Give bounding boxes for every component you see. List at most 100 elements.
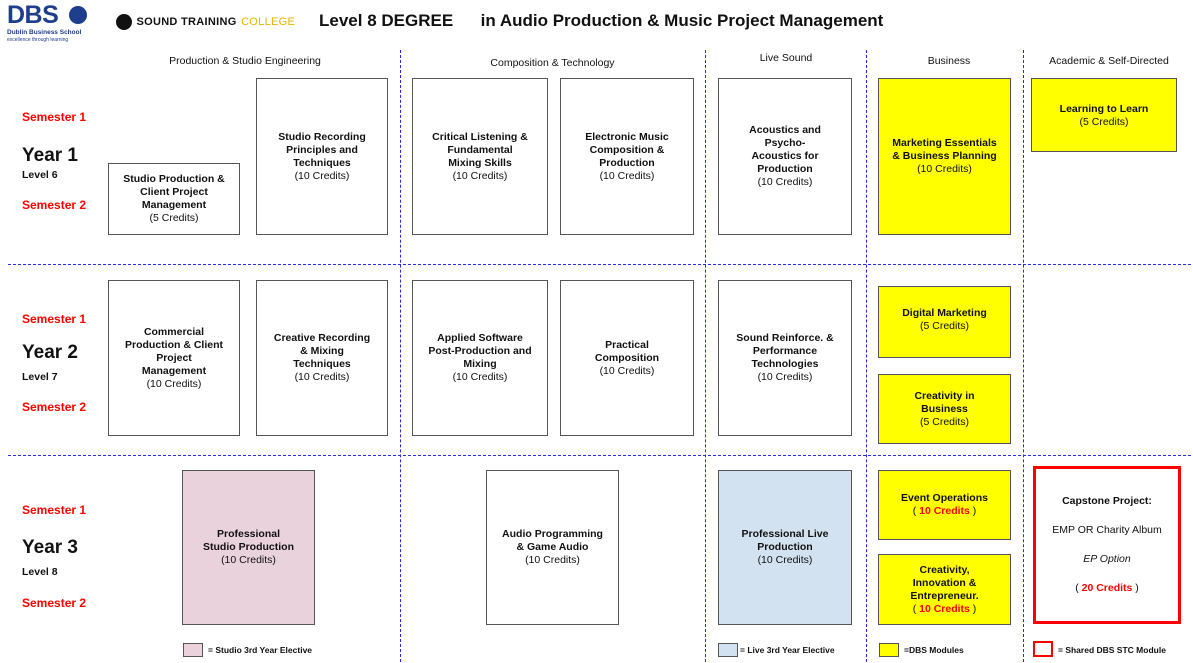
module-title: Studio Recording Principles and Techniqu… [278, 130, 366, 169]
module-y3-professional-studio: Professional Studio Production (10 Credi… [182, 470, 315, 625]
module-y1-electronic-music: Electronic Music Composition & Productio… [560, 78, 694, 235]
module-credits: ( 10 Credits ) [912, 602, 977, 615]
module-title: Digital Marketing [902, 307, 987, 319]
dbs-sub2: excellence through learning [7, 37, 69, 43]
module-y1-learning-to-learn: Learning to Learn (5 Credits) [1031, 78, 1177, 152]
module-y3-event-operations: Event Operations ( 10 Credits ) [878, 470, 1011, 540]
legend-studio-label: = Studio 3rd Year Elective [208, 645, 313, 655]
y1-year: Year 1 [22, 145, 78, 166]
module-y2-practical-composition: Practical Composition (10 Credits) [560, 280, 694, 436]
module-credits: (10 Credits) [294, 371, 350, 383]
module-title: Creativity, Innovation & Entrepreneur. [910, 563, 979, 602]
divider-v1 [400, 50, 401, 662]
module-credits: (10 Credits) [294, 169, 350, 182]
module-title: Professional Live Production [741, 528, 829, 553]
title-degree: Level 8 DEGREE [319, 11, 454, 30]
module-y1-studio-production: Studio Production & Client Project Manag… [108, 163, 240, 235]
module-credits: (5 Credits) [919, 415, 969, 428]
y2-year: Year 2 [22, 342, 78, 363]
module-y2-digital-marketing: Digital Marketing (5 Credits) [878, 286, 1011, 358]
module-title: Critical Listening & Fundamental Mixing … [432, 130, 528, 169]
divider-h1 [8, 264, 1191, 265]
module-credits: (5 Credits) [919, 320, 969, 332]
module-credits: ( 10 Credits ) [912, 505, 977, 517]
module-title: Creativity in Business [914, 389, 975, 415]
stc-swirl-icon [116, 13, 132, 30]
dbs-sub1: Dublin Business School [7, 29, 82, 36]
module-title: Practical Composition [594, 338, 660, 364]
legend-studio-swatch [183, 643, 203, 657]
divider-h2 [8, 455, 1191, 456]
module-credits: (10 Credits) [221, 554, 276, 566]
y1-level: Level 6 [22, 169, 58, 181]
module-credits: (10 Credits) [146, 377, 202, 390]
legend-live-label: = Live 3rd Year Elective [740, 645, 835, 655]
module-credits: (10 Credits) [599, 364, 655, 377]
col-production-studio: Production & Studio Engineering [169, 55, 321, 67]
y1-semester1: Semester 1 [22, 110, 87, 124]
dbs-logo-text: DBS [7, 1, 59, 29]
module-title: Sound Reinforce. & Performance Technolog… [736, 332, 834, 370]
module-line3: EP Option [1083, 553, 1131, 565]
y2-semester2: Semester 2 [22, 400, 87, 414]
module-y2-commercial-production: Commercial Production & Client Project M… [108, 280, 240, 436]
legend-dbs-swatch [879, 643, 899, 657]
module-title: Capstone Project: [1062, 495, 1152, 507]
module-title: Creative Recording & Mixing Techniques [273, 332, 371, 370]
module-credits: (10 Credits) [452, 371, 508, 383]
module-y1-critical-listening: Critical Listening & Fundamental Mixing … [412, 78, 548, 235]
y3-semester1: Semester 1 [22, 503, 87, 517]
module-title: Professional Studio Production [203, 528, 294, 553]
module-credits: (10 Credits) [757, 176, 813, 188]
module-y3-audio-programming: Audio Programming & Game Audio (10 Credi… [486, 470, 619, 625]
module-y1-studio-recording: Studio Recording Principles and Techniqu… [256, 78, 388, 235]
module-credits: (10 Credits) [599, 169, 655, 182]
module-credits: (10 Credits) [917, 163, 972, 175]
module-line2: EMP OR Charity Album [1052, 524, 1162, 536]
col-business: Business [927, 55, 971, 67]
module-y3-capstone: Capstone Project: EMP OR Charity Album E… [1033, 466, 1181, 624]
module-credits: ( 20 Credits ) [1075, 582, 1139, 594]
legend-shared-label: = Shared DBS STC Module [1058, 645, 1166, 655]
stc-logo: SOUND TRAINING COLLEGE [116, 13, 295, 31]
y3-year: Year 3 [22, 537, 78, 558]
y1-semester2: Semester 2 [22, 198, 87, 212]
module-y2-sound-reinforcement: Sound Reinforce. & Performance Technolog… [718, 280, 852, 436]
module-credits: (5 Credits) [149, 212, 199, 224]
module-credits: (10 Credits) [452, 169, 508, 182]
divider-v2 [705, 50, 706, 662]
module-y2-creative-recording: Creative Recording & Mixing Techniques (… [256, 280, 388, 436]
module-y1-acoustics: Acoustics and Psycho-Acoustics for Produ… [718, 78, 852, 235]
stc-logo-text-b: COLLEGE [241, 15, 296, 28]
module-y3-creativity-innovation: Creativity, Innovation & Entrepreneur. (… [878, 554, 1011, 625]
module-credits: (10 Credits) [525, 554, 580, 566]
module-title: Marketing Essentials & Business Planning [892, 137, 997, 162]
col-composition-tech: Composition & Technology [490, 57, 615, 69]
module-credits: (5 Credits) [1079, 116, 1129, 128]
module-title: Acoustics and Psycho-Acoustics for Produ… [749, 124, 821, 175]
module-title: Audio Programming & Game Audio [502, 528, 603, 553]
title-programme: in Audio Production & Music Project Mana… [480, 11, 884, 30]
y3-semester2: Semester 2 [22, 596, 87, 610]
dbs-globe-icon [69, 6, 87, 24]
module-credits: (10 Credits) [757, 371, 813, 383]
module-y1-marketing: Marketing Essentials & Business Planning… [878, 78, 1011, 235]
module-y3-professional-live: Professional Live Production (10 Credits… [718, 470, 852, 625]
module-credits: (10 Credits) [757, 554, 813, 566]
legend-dbs-label: =DBS Modules [904, 645, 964, 655]
y2-semester1: Semester 1 [22, 312, 87, 326]
module-y2-applied-software: Applied Software Post-Production and Mix… [412, 280, 548, 436]
y2-level: Level 7 [22, 371, 58, 383]
col-live-sound: Live Sound [759, 52, 813, 64]
module-title: Commercial Production & Client Project M… [125, 325, 223, 377]
page-title: Level 8 DEGREE in Audio Production & Mus… [319, 11, 883, 31]
divider-v3 [866, 50, 867, 662]
module-y2-creativity-business: Creativity in Business (5 Credits) [878, 374, 1011, 444]
stc-logo-text-a: SOUND TRAINING [136, 15, 237, 28]
legend-live-swatch [718, 643, 738, 657]
module-title: Studio Production & Client Project Manag… [123, 173, 225, 211]
y3-level: Level 8 [22, 566, 58, 578]
legend-shared-swatch [1033, 641, 1053, 657]
dbs-logo: DBS Dublin Business School excellence th… [7, 1, 99, 47]
divider-v4 [1023, 50, 1024, 662]
